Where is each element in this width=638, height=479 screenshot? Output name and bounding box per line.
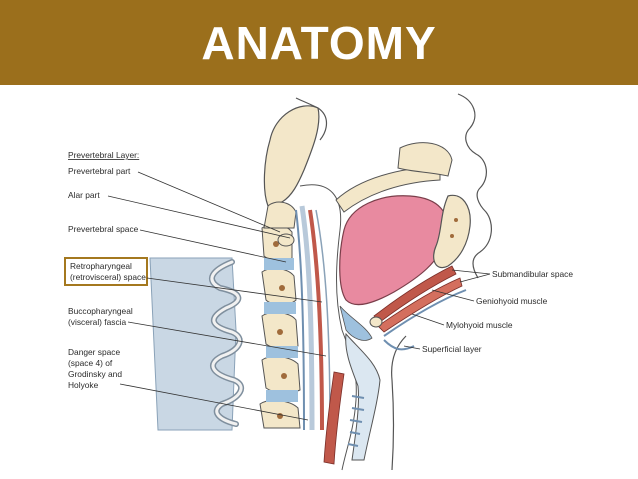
tongue — [339, 195, 448, 306]
leader-buccopharyngeal — [127, 321, 327, 357]
upper-cervical-bone — [263, 201, 297, 229]
label-danger-2: (space 4) of — [68, 358, 113, 368]
maxilla — [397, 142, 453, 177]
label-danger-3: Grodinsky and — [68, 369, 122, 379]
leader-prevertebral-space — [139, 229, 287, 263]
submandibular-space-line — [383, 289, 467, 337]
label-prevertebral-space: Prevertebral space — [68, 224, 139, 234]
leader-superficial — [403, 345, 421, 350]
neck-front-contour — [391, 335, 407, 471]
label-danger-4: Holyoke — [68, 380, 99, 390]
label-buccopharyngeal-1: Buccopharyngeal — [68, 306, 133, 316]
title-banner: ANATOMY — [0, 0, 638, 85]
label-geniohyoid-muscle: Geniohyoid muscle — [476, 296, 548, 306]
mylohyoid-muscle-shape — [377, 277, 463, 333]
spinous-processes-fill — [210, 260, 243, 426]
face-profile — [457, 93, 492, 279]
label-buccopharyngeal-2: (visceral) fascia — [68, 317, 127, 327]
label-mylohyoid-muscle: Mylohyoid muscle — [446, 320, 513, 330]
vertebral-column — [259, 224, 301, 429]
mandible — [433, 194, 471, 269]
trachea-rings — [347, 395, 365, 447]
epiglottis — [339, 305, 373, 341]
esophagus — [323, 371, 345, 465]
retropharyngeal-muscle-strip — [308, 209, 324, 431]
buccopharyngeal-fascia-layer — [315, 209, 331, 431]
skull-base — [263, 105, 320, 207]
danger-space-layer — [299, 205, 315, 431]
label-prevertebral-layer: Prevertebral Layer: — [68, 150, 139, 160]
label-superficial-layer: Superficial layer — [422, 344, 482, 354]
leader-danger-space — [119, 383, 309, 421]
prevertebral-fascia-layer — [295, 209, 305, 431]
label-alar-part: Alar part — [68, 190, 100, 200]
hyoid-bone — [369, 316, 383, 328]
atlas — [277, 233, 295, 247]
leader-submandibular-2 — [459, 273, 491, 283]
leader-mylohyoid — [411, 313, 445, 326]
leader-alar-part — [107, 195, 291, 239]
leader-submandibular — [451, 269, 491, 275]
label-retropharyngeal-1: Retropharyngeal — [70, 261, 132, 271]
label-submandibular-space: Submandibular space — [492, 269, 573, 279]
label-danger-1: Danger space — [68, 347, 120, 357]
leader-retropharyngeal — [146, 277, 323, 303]
label-prevertebral-part: Prevertebral part — [68, 166, 131, 176]
geniohyoid-muscle-shape — [373, 265, 457, 323]
retropharyngeal-highlight-box — [64, 257, 148, 286]
leader-geniohyoid — [431, 289, 475, 302]
label-retropharyngeal-2: (retrovisceral) space — [70, 272, 146, 282]
skull-outline — [295, 97, 328, 141]
page-title: ANATOMY — [201, 16, 437, 69]
palate — [335, 165, 441, 213]
leader-prevertebral-part — [137, 171, 281, 233]
